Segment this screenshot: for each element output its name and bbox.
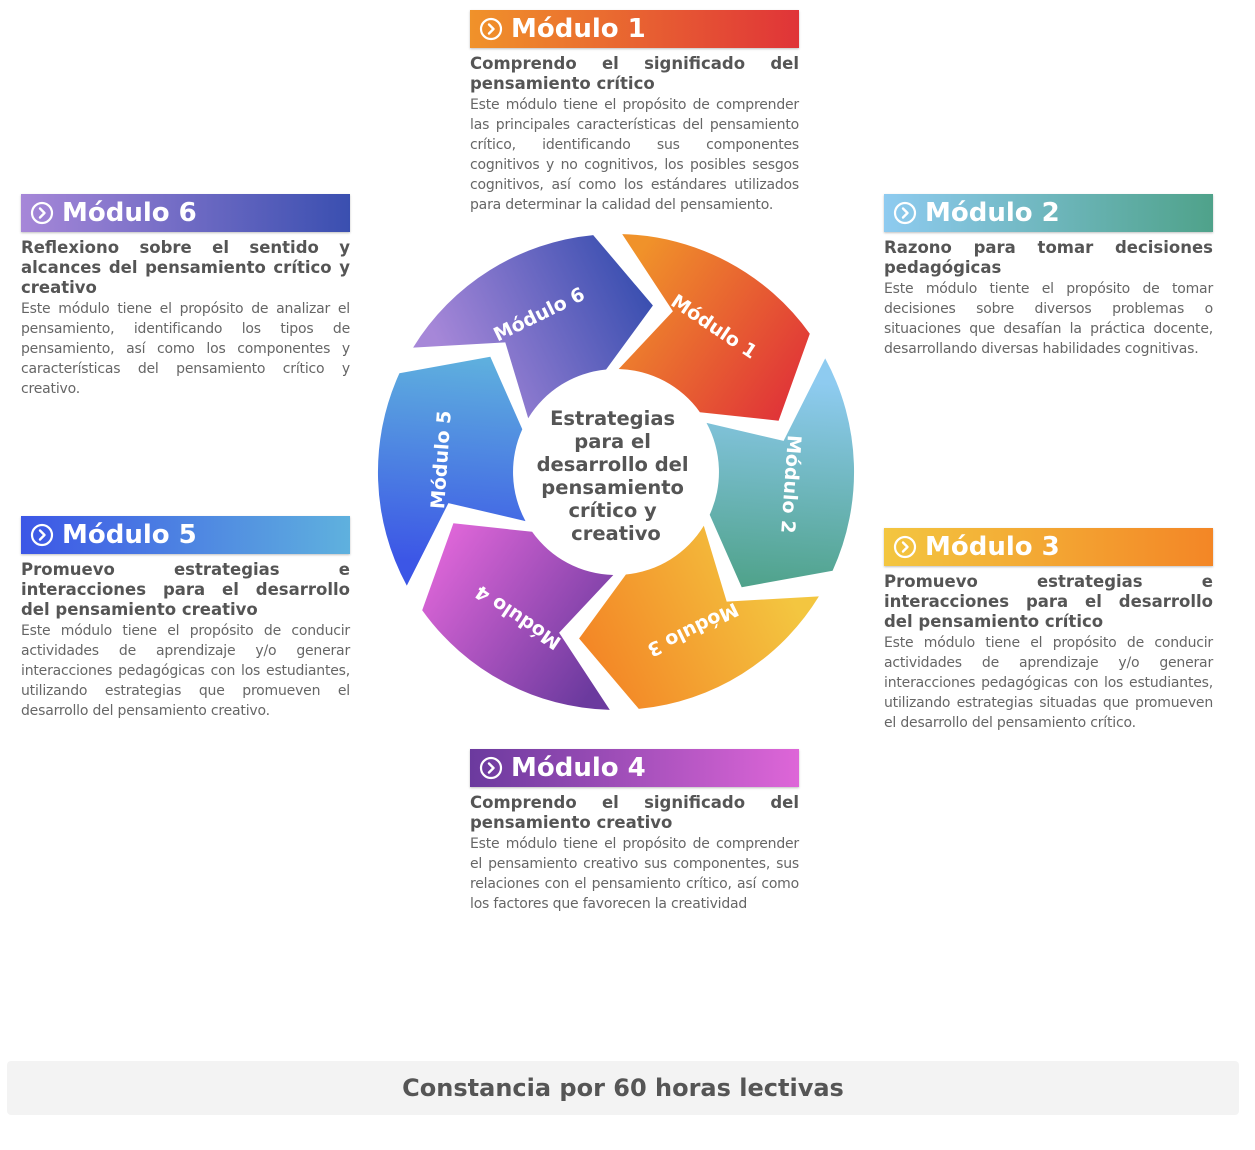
- wheel-segment-module-1[interactable]: [618, 234, 810, 421]
- module-1-header[interactable]: Módulo 1: [470, 10, 799, 48]
- module-3-description: Este módulo tiene el propósito de conduc…: [884, 635, 1213, 731]
- wheel-segment-module-5[interactable]: [377, 356, 526, 586]
- play-circle-icon: [479, 756, 503, 780]
- play-circle-icon: [479, 17, 503, 41]
- wheel-segment-module-4[interactable]: [422, 523, 614, 710]
- module-6-subtitle: Reflexiono sobre el sentido y alcances d…: [21, 238, 350, 297]
- module-6-description: Este módulo tiene el propósito de analiz…: [21, 301, 350, 397]
- module-3-subtitle: Promuevo estrategias e interacciones par…: [884, 572, 1213, 631]
- module-4-title: Módulo 4: [511, 753, 646, 783]
- certificate-text: Constancia por 60 horas lectivas: [402, 1074, 844, 1102]
- module-1-description: Este módulo tiene el propósito de compre…: [470, 97, 799, 213]
- wheel-segment-module-3[interactable]: [579, 525, 819, 709]
- play-circle-icon: [893, 201, 917, 225]
- wheel-segment-module-2[interactable]: [706, 358, 855, 588]
- module-1-title: Módulo 1: [511, 14, 646, 44]
- wheel-segment-module-6[interactable]: [413, 235, 653, 419]
- module-card-4: Módulo 4 Comprendo el significado del pe…: [470, 749, 799, 914]
- certificate-banner: Constancia por 60 horas lectivas: [7, 1061, 1239, 1115]
- play-circle-icon: [893, 535, 917, 559]
- module-6-header[interactable]: Módulo 6: [21, 194, 350, 232]
- module-2-title: Módulo 2: [925, 198, 1060, 228]
- module-5-description: Este módulo tiene el propósito de conduc…: [21, 623, 350, 719]
- module-card-6: Módulo 6 Reflexiono sobre el sentido y a…: [21, 194, 350, 399]
- module-2-subtitle: Razono para tomar decisiones pedagógicas: [884, 238, 1213, 277]
- center-line: creativo: [571, 522, 661, 545]
- module-6-title: Módulo 6: [62, 198, 197, 228]
- module-3-title: Módulo 3: [925, 532, 1060, 562]
- center-line: para el: [574, 430, 651, 453]
- center-line: desarrollo del: [537, 453, 689, 476]
- module-card-3: Módulo 3 Promuevo estrategias e interacc…: [884, 528, 1213, 733]
- module-card-2: Módulo 2 Razono para tomar decisiones pe…: [884, 194, 1213, 359]
- center-line: crítico y: [568, 499, 657, 522]
- play-circle-icon: [30, 201, 54, 225]
- module-2-header[interactable]: Módulo 2: [884, 194, 1213, 232]
- play-circle-icon: [30, 523, 54, 547]
- module-5-subtitle: Promuevo estrategias e interacciones par…: [21, 560, 350, 619]
- module-5-header[interactable]: Módulo 5: [21, 516, 350, 554]
- module-4-subtitle: Comprendo el significado del pensamiento…: [470, 793, 799, 832]
- module-2-description: Este módulo tiente el propósito de tomar…: [884, 281, 1213, 357]
- center-line: pensamiento: [541, 476, 684, 499]
- wheel-center-text: Estrategias para el desarrollo del pensa…: [537, 407, 696, 545]
- module-4-header[interactable]: Módulo 4: [470, 749, 799, 787]
- module-5-title: Módulo 5: [62, 520, 197, 550]
- wheel-center-circle: [514, 370, 718, 574]
- center-line: Estrategias: [550, 407, 675, 430]
- module-card-5: Módulo 5 Promuevo estrategias e interacc…: [21, 516, 350, 721]
- module-3-header[interactable]: Módulo 3: [884, 528, 1213, 566]
- module-4-description: Este módulo tiene el propósito de compre…: [470, 836, 799, 912]
- module-card-1: Módulo 1 Comprendo el significado del pe…: [470, 10, 799, 215]
- module-1-subtitle: Comprendo el significado del pensamiento…: [470, 54, 799, 93]
